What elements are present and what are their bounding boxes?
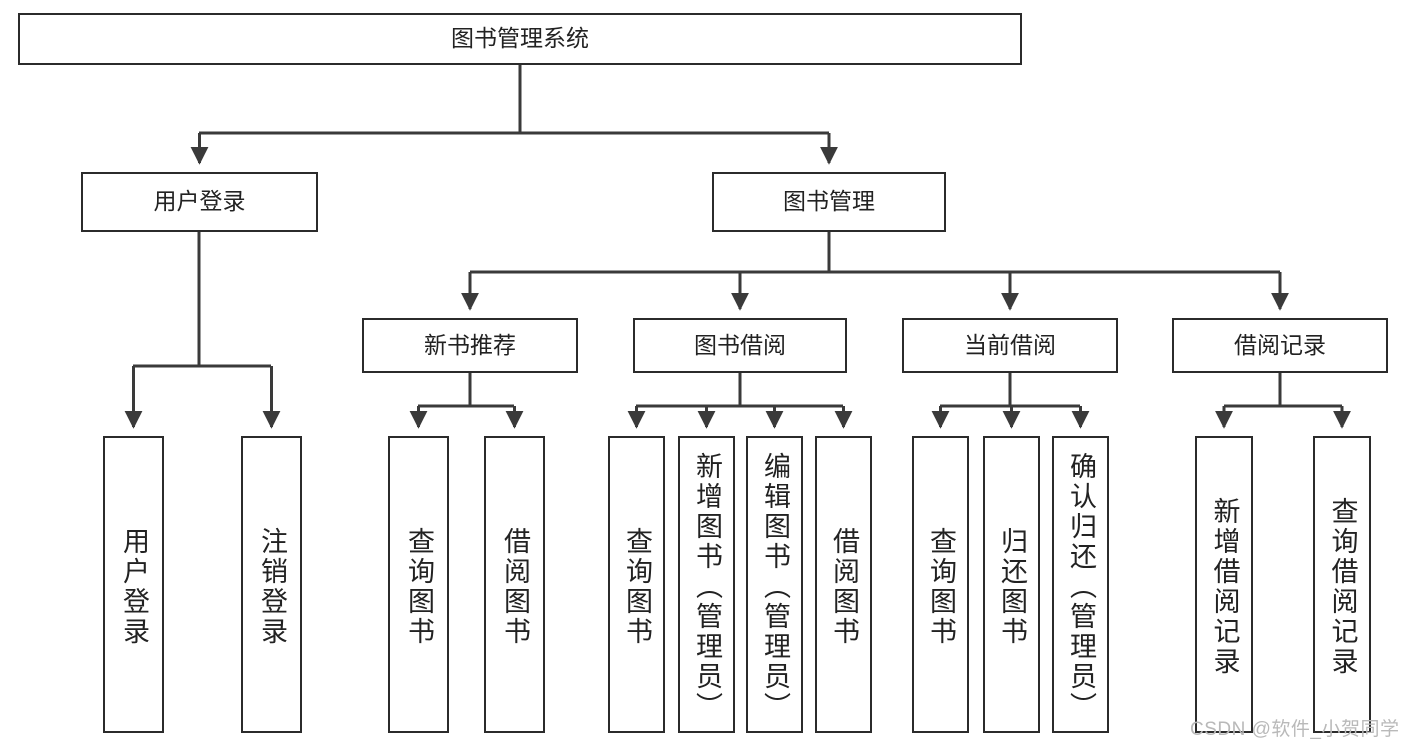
node-leaf-query-book-borrow[interactable]: 查询图书 [608,436,665,733]
node-leaf-query-book-rec-label: 查询图书 [404,526,434,647]
node-leaf-edit-book-admin-label: 编辑图书（管理员） [760,451,790,722]
node-leaf-borrow-book[interactable]: 借阅图书 [815,436,872,733]
node-leaf-borrow-book-rec[interactable]: 借阅图书 [484,436,545,733]
node-leaf-user-logout[interactable]: 注销登录 [241,436,302,733]
node-leaf-query-book-rec[interactable]: 查询图书 [388,436,449,733]
node-leaf-borrow-book-rec-label: 借阅图书 [500,526,530,647]
node-root[interactable]: 图书管理系统 [18,13,1022,65]
node-book-borrow-label: 图书借阅 [694,331,786,358]
node-leaf-add-book-admin-label: 新增图书（管理员） [692,451,722,722]
node-current-borrow-label: 当前借阅 [964,331,1056,358]
node-borrow-record[interactable]: 借阅记录 [1172,318,1388,373]
node-user-login[interactable]: 用户登录 [81,172,318,232]
node-root-label: 图书管理系统 [451,25,589,52]
node-leaf-return-book-label: 归还图书 [997,526,1027,647]
node-leaf-query-borrow-record-label: 查询借阅记录 [1327,496,1358,677]
node-leaf-user-login[interactable]: 用户登录 [103,436,164,733]
csdn-watermark: CSDN @软件_小贺同学 [1190,719,1400,740]
node-leaf-user-login-label: 用户登录 [119,526,149,647]
node-leaf-edit-book-admin[interactable]: 编辑图书（管理员） [746,436,803,733]
node-leaf-query-book-current[interactable]: 查询图书 [912,436,969,733]
node-leaf-confirm-return-admin[interactable]: 确认归还（管理员） [1052,436,1109,733]
node-book-borrow[interactable]: 图书借阅 [633,318,847,373]
node-user-login-label: 用户登录 [153,188,246,215]
node-leaf-query-book-current-label: 查询图书 [926,526,956,647]
node-leaf-borrow-book-label: 借阅图书 [829,526,859,647]
node-leaf-add-book-admin[interactable]: 新增图书（管理员） [678,436,735,733]
node-borrow-record-label: 借阅记录 [1234,331,1326,358]
node-new-book-rec-label: 新书推荐 [424,331,516,358]
node-leaf-confirm-return-admin-label: 确认归还（管理员） [1066,451,1096,722]
node-leaf-add-borrow-record[interactable]: 新增借阅记录 [1195,436,1253,733]
node-book-manage-label: 图书管理 [783,188,875,215]
node-leaf-query-book-borrow-label: 查询图书 [622,526,652,647]
node-leaf-query-borrow-record[interactable]: 查询借阅记录 [1313,436,1371,733]
node-leaf-add-borrow-record-label: 新增借阅记录 [1209,496,1240,677]
node-new-book-rec[interactable]: 新书推荐 [362,318,578,373]
node-current-borrow[interactable]: 当前借阅 [902,318,1118,373]
node-leaf-user-logout-label: 注销登录 [257,526,287,647]
node-book-manage[interactable]: 图书管理 [712,172,946,232]
node-leaf-return-book[interactable]: 归还图书 [983,436,1040,733]
